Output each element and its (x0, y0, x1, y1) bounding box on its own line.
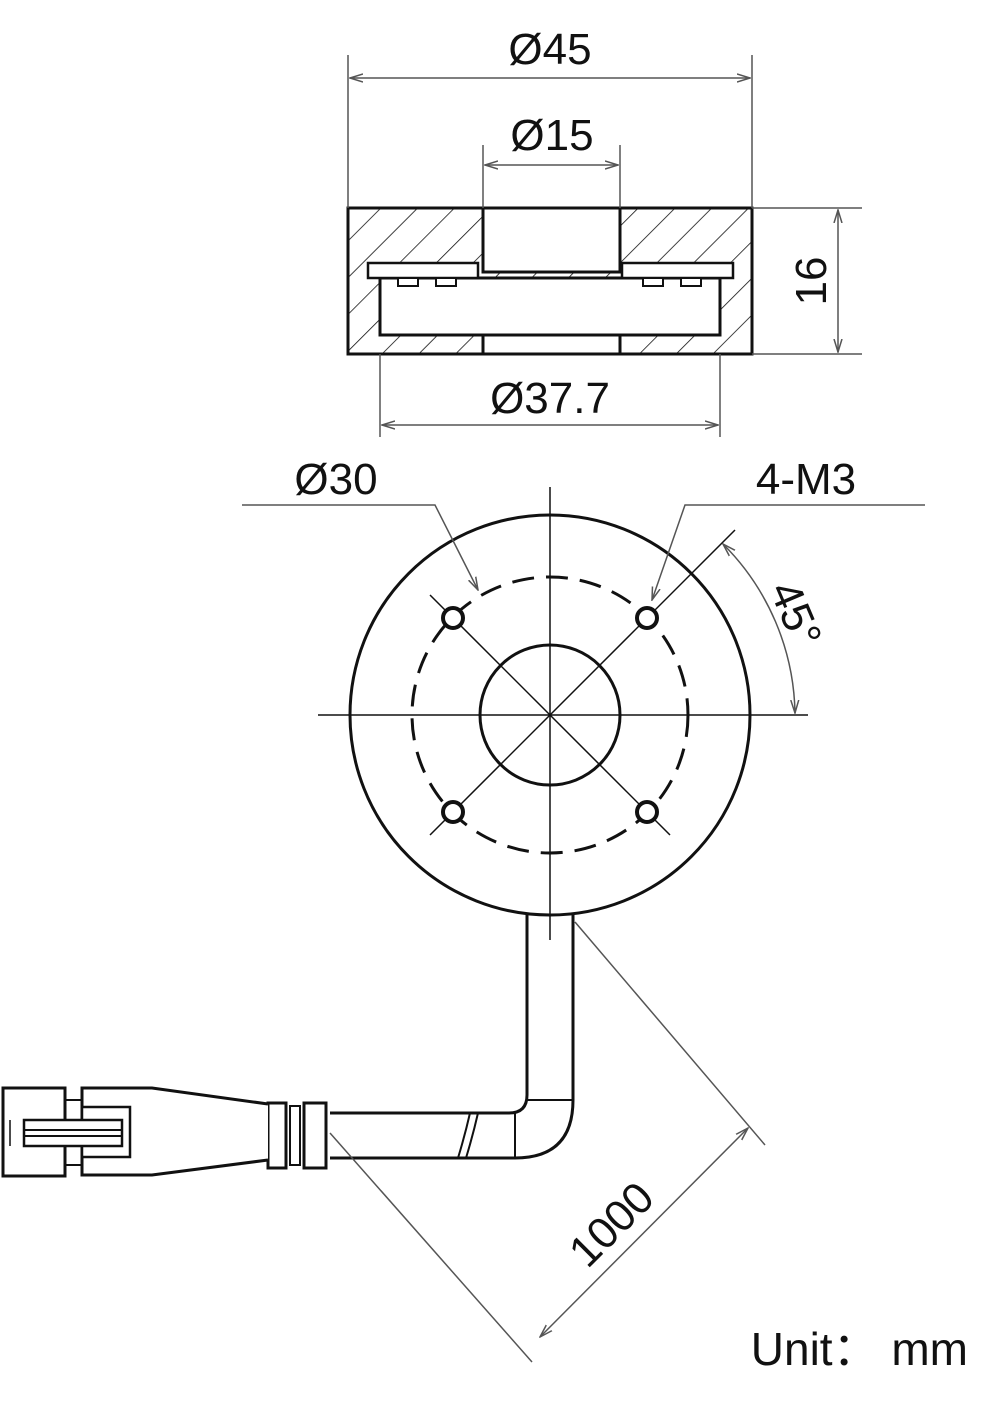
led-board-right (620, 261, 735, 280)
height-label: 16 (787, 257, 836, 306)
led-board-left (366, 261, 480, 280)
bolt-circle-label: Ø30 (294, 455, 377, 504)
angle-label: 45° (760, 574, 831, 654)
cable-length-label: 1000 (560, 1173, 664, 1277)
hole-diameter-label: Ø15 (510, 111, 593, 160)
section-view: Ø45 Ø15 16 Ø37.7 (346, 25, 862, 437)
screw-spec-label: 4-M3 (756, 455, 856, 504)
inner-diameter-label: Ø37.7 (490, 374, 610, 423)
cable-length-dimension: 1000 (329, 921, 766, 1363)
unit-label: Unit： mm (751, 1323, 968, 1375)
screw-holes (441, 606, 659, 824)
outer-diameter-label: Ø45 (508, 25, 591, 74)
top-view: Ø30 4-M3 45° (242, 455, 925, 940)
cable (1, 915, 575, 1178)
